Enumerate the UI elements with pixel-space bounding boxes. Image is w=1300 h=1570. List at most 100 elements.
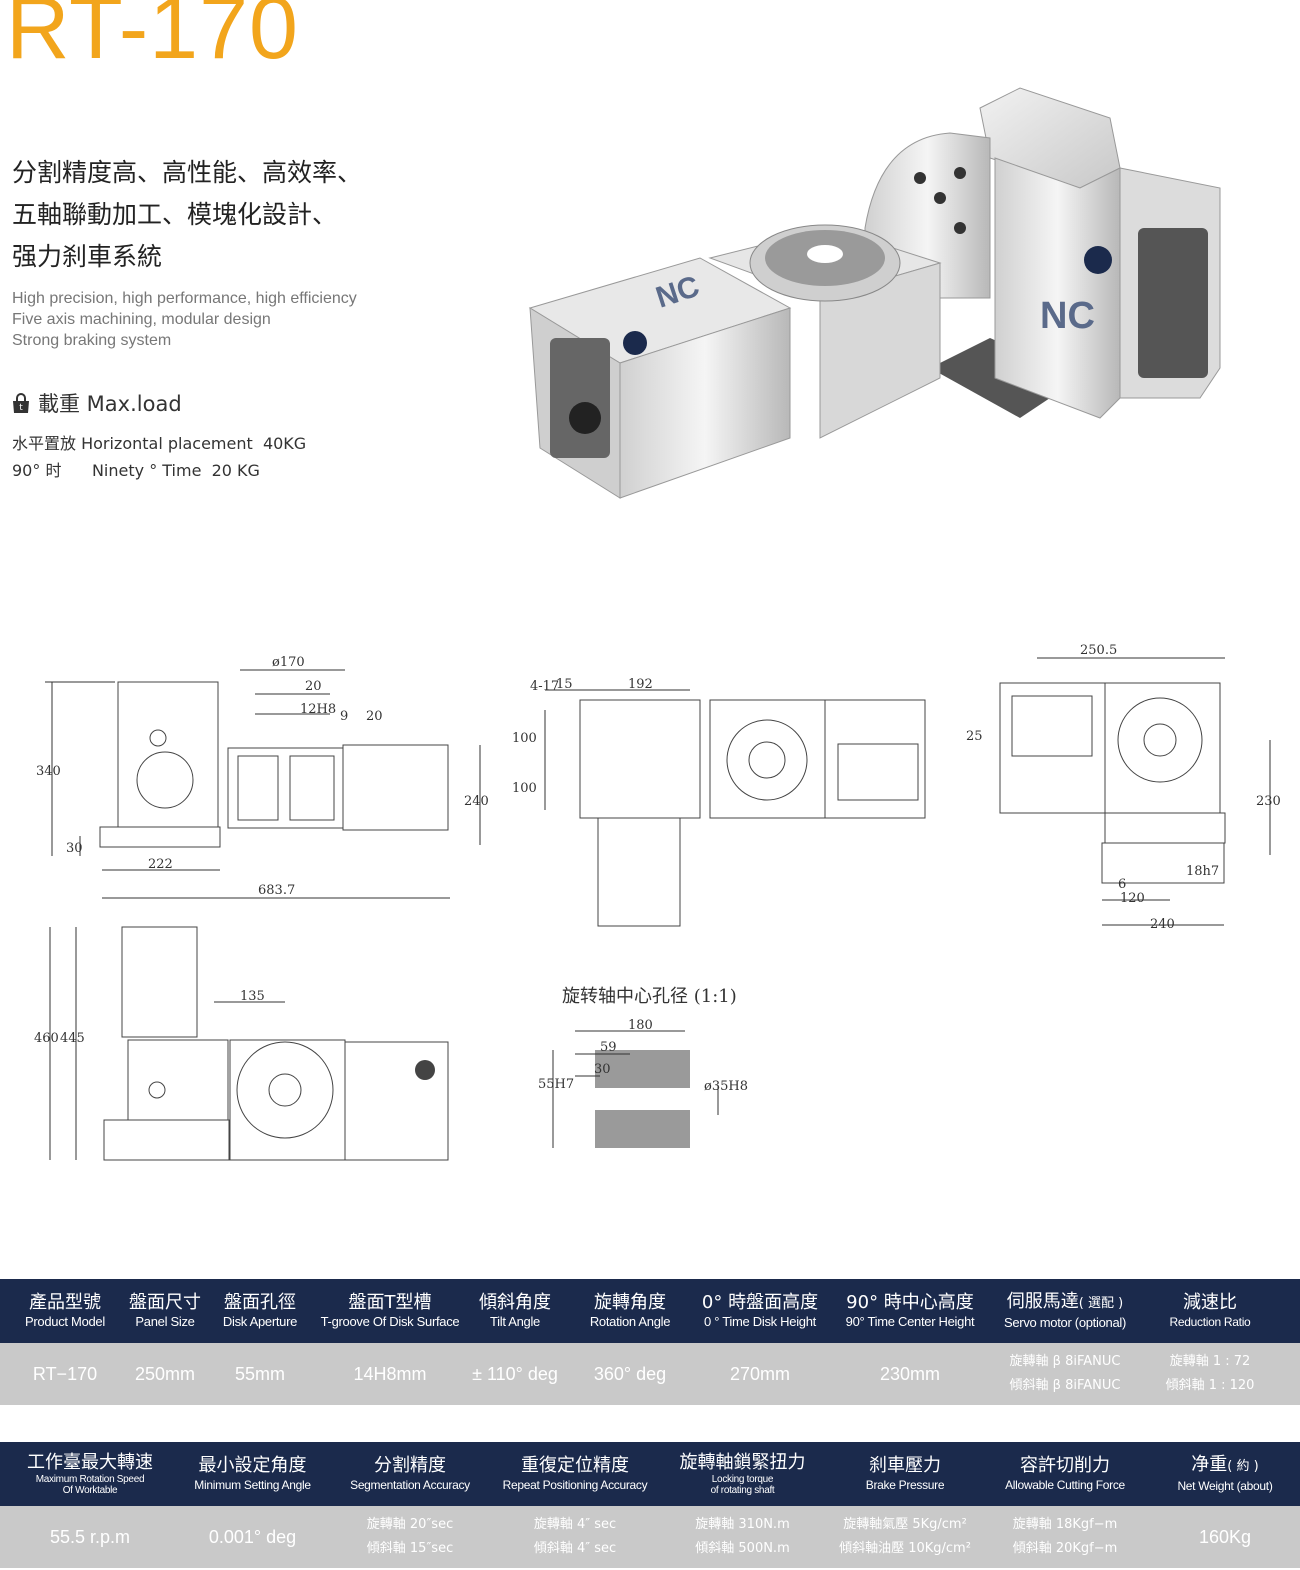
value-line: 旋轉軸 310N.m	[695, 1517, 790, 1532]
header-cn: 產品型號	[29, 1292, 101, 1313]
feature-cn-line: 分割精度高、高性能、高效率、	[12, 158, 363, 187]
value-cell: 0.001° deg	[208, 1526, 297, 1547]
header-cn: 90° 時中心高度	[846, 1292, 974, 1313]
dim-label: 192	[628, 677, 653, 692]
load-value: 20 KG	[211, 461, 260, 480]
header-en: Segmentation Accuracy	[350, 1478, 470, 1492]
section-view: 旋转轴中心孔径 (1:1) 180 59 30 55H7 ø35H8	[538, 986, 748, 1148]
value-cell: RT−170	[32, 1363, 98, 1384]
max-load-label: 載重 Max.load	[38, 392, 182, 416]
product-image: NC NC	[528, 87, 1221, 499]
header-cn: 刹車壓力	[869, 1455, 941, 1476]
header-cn: 0° 時盤面高度	[701, 1292, 819, 1313]
value-line: 傾斜軸 20Kgf−m	[1012, 1541, 1118, 1556]
dim-label: 340	[36, 764, 61, 779]
value-cell: 55mm	[234, 1363, 285, 1384]
value-cell: 旋轉軸 310N.m 傾斜軸 500N.m	[655, 1506, 830, 1568]
header-cn: 分割精度	[374, 1455, 446, 1476]
dim-label: 20	[366, 709, 383, 724]
value-line: 旋轉軸 4″ sec	[533, 1517, 617, 1532]
value-line: 傾斜軸 β 8iFANUC	[1009, 1378, 1121, 1393]
header-cn-note: ( 選配 )	[1078, 1296, 1124, 1311]
dim-label: 240	[1150, 917, 1175, 932]
header-cn-main: 净重	[1191, 1454, 1228, 1475]
section-title: 旋转轴中心孔径 (1:1)	[562, 986, 737, 1007]
spec-value-row: RT−170 250mm 55mm 14H8mm ± 110° deg 360°…	[0, 1343, 1300, 1405]
header-en: Repeat Positioning Accuracy	[502, 1478, 648, 1492]
feature-en-line: High precision, high performance, high e…	[12, 290, 357, 307]
header-en: Panel Size	[135, 1314, 195, 1329]
value-line: 旋轉軸 20″sec	[366, 1517, 454, 1532]
value-line: 傾斜軸油壓 10Kg/cm²	[839, 1541, 971, 1556]
dim-label: 230	[1256, 794, 1281, 809]
header-cn: 盤面孔徑	[224, 1292, 296, 1313]
dim-label: 25	[966, 729, 983, 744]
value-cell: 270mm	[729, 1363, 791, 1384]
header-cn: 旋轉角度	[594, 1292, 666, 1313]
value-line: 旋轉軸 β 8iFANUC	[1009, 1354, 1121, 1369]
value-cell: 160Kg	[1198, 1526, 1252, 1547]
load-value: 40KG	[262, 434, 307, 453]
header-en: 0 ° Time Disk Height	[704, 1314, 816, 1329]
dim-label: 250.5	[1080, 643, 1117, 658]
dim-label: 18h7	[1186, 864, 1219, 879]
feature-en-line: Five axis machining, modular design	[12, 311, 271, 328]
header-cn: 盤面T型槽	[348, 1292, 432, 1313]
header-en: 90° Time Center Height	[845, 1314, 975, 1329]
value-line: 旋轉軸氣壓 5Kg/cm²	[843, 1517, 967, 1532]
value-cell: 旋轉軸氣壓 5Kg/cm² 傾斜軸油壓 10Kg/cm²	[830, 1506, 980, 1568]
header-cn-note: ( 約 )	[1227, 1459, 1259, 1474]
value-cell: 旋轉軸 20″sec 傾斜軸 15″sec	[325, 1506, 495, 1568]
header-cn: 最小設定角度	[198, 1455, 307, 1476]
load-label: 水平置放 Horizontal placement	[12, 434, 253, 453]
header-en: Locking torque of rotating shaft	[710, 1474, 775, 1496]
dim-label: 460	[34, 1031, 59, 1046]
value-cell: 14H8mm	[353, 1363, 427, 1384]
value-line: 旋轉軸 1 : 72	[1169, 1354, 1251, 1369]
value-cell: 旋轉軸 1 : 72 傾斜軸 1 : 120	[1140, 1343, 1280, 1405]
header-en: Rotation Angle	[589, 1314, 671, 1329]
header-en: Allowable Cutting Force	[1005, 1478, 1125, 1492]
value-line: 傾斜軸 15″sec	[366, 1541, 454, 1556]
header-en: Disk Aperture	[222, 1314, 298, 1329]
dim-label: 135	[240, 989, 265, 1004]
header-cn: 净重( 約 )	[1191, 1454, 1258, 1478]
plan-view: 135 460 445	[34, 926, 449, 1161]
header-en: Brake Pressure	[865, 1478, 945, 1492]
header-cn: 旋轉軸鎖緊扭力	[679, 1452, 806, 1473]
load-row-horizontal: 水平置放 Horizontal placement 40KG	[12, 430, 306, 454]
dim-label: 59	[600, 1040, 617, 1055]
feature-cn-line: 强力刹車系統	[12, 242, 163, 271]
value-line: 傾斜軸 500N.m	[695, 1541, 790, 1556]
header-en: Reduction Ratio	[1169, 1315, 1251, 1329]
dim-label: 4-17	[530, 679, 559, 694]
dim-label: 100	[512, 781, 537, 796]
header-en: Tilt Angle	[490, 1314, 540, 1329]
header-en: T-groove Of Disk Surface	[320, 1314, 460, 1329]
value-line: 傾斜軸 1 : 120	[1165, 1378, 1255, 1393]
dim-label: 9	[340, 709, 348, 724]
dim-label: 180	[628, 1018, 653, 1033]
dim-label: ø170	[272, 655, 305, 670]
header-en: Product Model	[25, 1314, 105, 1329]
header-cell: 净重( 約 )Net Weight (about)	[1150, 1442, 1300, 1506]
top-view: 4-17 15 192 100 100	[512, 677, 926, 927]
value-cell: 360° deg	[593, 1363, 667, 1384]
header-cell: 伺服馬達( 選配 )Servo motor (optional)	[990, 1279, 1140, 1343]
dim-label: 55H7	[538, 1077, 574, 1092]
load-row-ninety: 90° 时 Ninety ° Time 20 KG	[12, 457, 260, 481]
page-title: RT-170	[6, 0, 299, 77]
dim-label: ø35H8	[704, 1079, 748, 1094]
header-cn: 伺服馬達( 選配 )	[1007, 1291, 1123, 1315]
